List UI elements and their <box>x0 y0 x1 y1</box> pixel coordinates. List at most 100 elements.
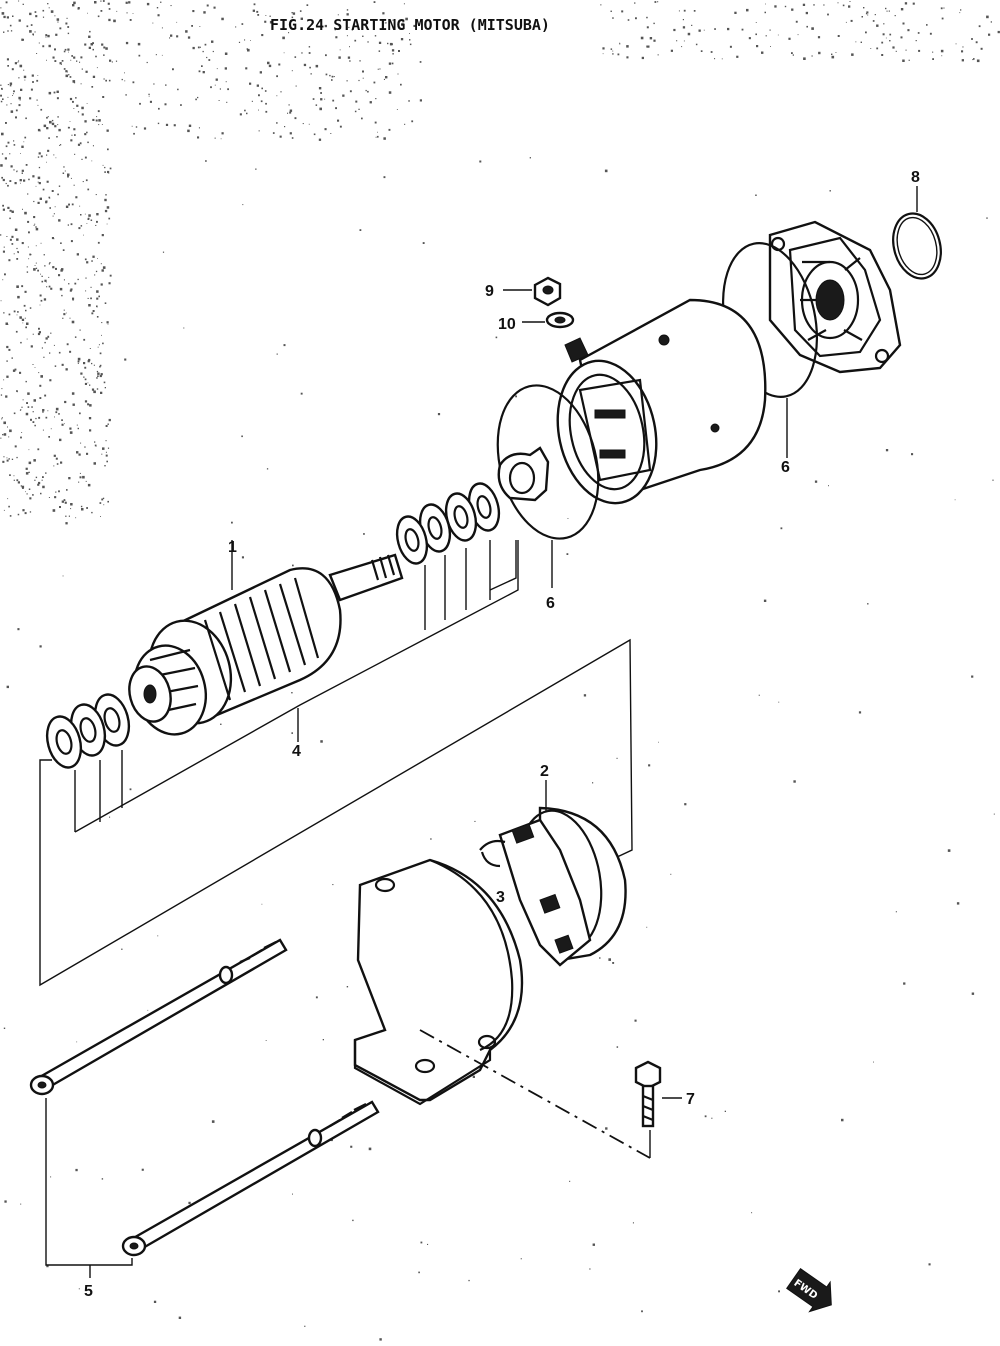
speckle <box>3 456 5 458</box>
speckle <box>714 28 716 30</box>
speckle <box>947 849 951 852</box>
speckle <box>69 350 72 353</box>
speckle <box>32 411 34 413</box>
speckle <box>361 117 363 120</box>
bolt-leader-line <box>419 1029 651 1159</box>
speckle <box>87 12 88 14</box>
speckle <box>626 56 629 59</box>
speckle <box>30 88 33 91</box>
speckle <box>45 34 48 36</box>
speckle <box>13 253 15 255</box>
speckle <box>88 358 91 362</box>
speckle <box>30 418 32 421</box>
speckle <box>670 49 673 52</box>
speckle <box>7 498 9 500</box>
speckle <box>9 515 12 517</box>
speckle <box>299 10 302 12</box>
speckle <box>3 15 6 19</box>
speckle <box>104 198 107 202</box>
speckle <box>292 12 296 15</box>
speckle <box>411 120 414 123</box>
speckle <box>986 15 989 19</box>
speckle <box>115 60 118 62</box>
speckle <box>373 81 376 84</box>
speckle <box>13 144 16 146</box>
speckle <box>16 285 19 288</box>
speckle <box>58 490 60 493</box>
speckle <box>44 394 47 397</box>
speckle <box>242 204 244 206</box>
speckle <box>837 2 839 4</box>
speckle <box>907 29 910 32</box>
speckle <box>63 279 65 281</box>
speckle <box>805 11 808 15</box>
speckle <box>0 437 2 439</box>
speckle <box>77 278 79 281</box>
part-9-nut <box>503 276 562 307</box>
speckle <box>959 12 961 14</box>
speckle <box>917 32 920 34</box>
speckle <box>244 109 246 112</box>
speckle <box>121 948 123 950</box>
callout-4: 4 <box>292 743 301 760</box>
speckle <box>42 409 45 412</box>
speckle <box>318 87 322 90</box>
speckle <box>59 145 60 146</box>
speckle <box>751 1212 753 1214</box>
speckle <box>59 27 62 30</box>
speckle <box>59 438 62 442</box>
speckle <box>212 50 214 53</box>
speckle <box>102 342 104 345</box>
speckle <box>85 290 87 292</box>
speckle <box>29 497 32 500</box>
speckle <box>22 3 24 5</box>
speckle <box>960 9 962 11</box>
callout-9: 9 <box>485 283 494 300</box>
speckle <box>755 33 757 36</box>
speckle <box>65 70 68 73</box>
speckle <box>42 476 44 478</box>
speckle <box>727 27 730 31</box>
speckle <box>375 136 377 138</box>
speckle <box>176 21 178 23</box>
speckle <box>148 93 150 95</box>
speckle <box>647 45 650 48</box>
speckle <box>45 281 47 283</box>
speckle <box>33 399 36 402</box>
speckle <box>338 25 340 27</box>
speckle <box>419 61 422 63</box>
speckle <box>97 375 99 377</box>
speckle <box>50 332 52 334</box>
speckle <box>973 58 975 60</box>
speckle <box>268 64 272 68</box>
speckle <box>19 316 22 319</box>
speckle <box>34 11 37 13</box>
speckle <box>106 321 109 324</box>
speckle <box>682 19 684 21</box>
speckle <box>291 12 293 14</box>
speckle <box>8 313 11 316</box>
speckle <box>102 0 105 2</box>
speckle <box>883 23 885 25</box>
speckle <box>100 391 103 394</box>
figure-title: FIG.24 STARTING MOTOR (MITSUBA) <box>270 16 550 34</box>
speckle <box>198 127 200 129</box>
speckle <box>902 59 905 62</box>
speckle <box>50 287 53 290</box>
speckle <box>100 283 103 286</box>
speckle <box>17 513 20 516</box>
speckle <box>107 500 109 503</box>
speckle <box>368 1147 372 1151</box>
speckle <box>75 97 77 99</box>
speckle <box>39 645 42 648</box>
speckle <box>21 145 24 148</box>
speckle <box>608 958 611 961</box>
speckle <box>378 50 381 52</box>
speckle <box>78 1288 80 1290</box>
speckle <box>55 411 58 414</box>
speckle <box>24 290 27 293</box>
speckle <box>33 459 36 462</box>
speckle <box>888 10 890 12</box>
speckle <box>50 10 54 13</box>
speckle <box>700 50 703 52</box>
